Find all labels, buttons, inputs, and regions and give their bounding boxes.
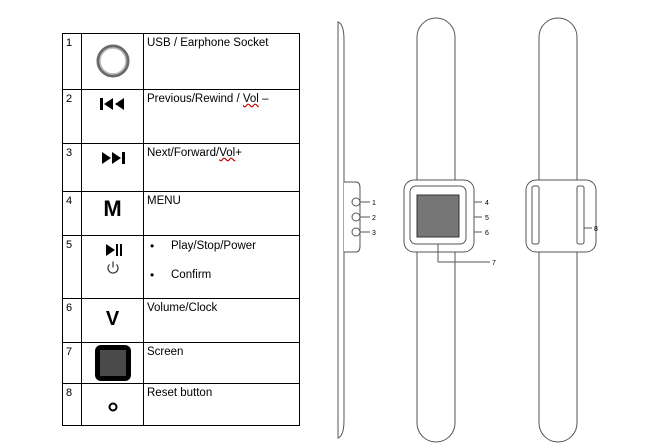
- back-view: [526, 18, 596, 442]
- label-text: –: [259, 93, 269, 105]
- label-text: Next/Forward/: [147, 147, 219, 159]
- row-label: Play/Stop/Power Confirm: [144, 236, 300, 299]
- volume-v-glyph: V: [82, 308, 143, 331]
- row-label: Reset button: [144, 384, 300, 426]
- label-text: +: [235, 147, 242, 159]
- row-number: 4: [63, 192, 82, 236]
- list-item: Play/Stop/Power: [147, 240, 299, 269]
- next-forward-icon: [82, 144, 144, 192]
- row-label: Next/Forward/Vol+: [144, 144, 300, 192]
- device-diagram: 1 2 3 4 5 6 7 8: [320, 0, 649, 447]
- bullet-list: Play/Stop/Power Confirm: [147, 239, 299, 298]
- callout-label: 3: [372, 230, 376, 237]
- callout-label: 4: [485, 200, 489, 207]
- socket-circle-icon: [82, 34, 144, 90]
- row-number: 1: [63, 34, 82, 90]
- label-text: Vol: [243, 93, 259, 105]
- row-number: 6: [63, 299, 82, 343]
- row-label: MENU: [144, 192, 300, 236]
- row-number: 7: [63, 343, 82, 384]
- row-number: 2: [63, 90, 82, 144]
- callout-label: 1: [372, 200, 376, 207]
- legend-row: 5 Play/Stop/Power Confirm: [63, 236, 300, 299]
- volume-v-icon: V: [82, 299, 144, 343]
- side-view: [338, 22, 370, 438]
- previous-rewind-icon: [82, 90, 144, 144]
- row-number: 8: [63, 384, 82, 426]
- row-label: Screen: [144, 343, 300, 384]
- row-label: Volume/Clock: [144, 299, 300, 343]
- legend-row: 2 Previous/Rewind / Vol –: [63, 90, 300, 144]
- menu-m-glyph: M: [82, 196, 143, 222]
- front-view: [404, 18, 490, 442]
- legend-row: 3 Next/Forward/Vol+: [63, 144, 300, 192]
- legend-row: 4 M MENU: [63, 192, 300, 236]
- list-item: Confirm: [147, 269, 299, 298]
- legend-table: 1 USB / Earphone Socket 2 Previous/Rewin…: [62, 33, 300, 426]
- row-number: 5: [63, 236, 82, 299]
- label-text: Previous/Rewind /: [147, 93, 243, 105]
- reset-dot-icon: [82, 384, 144, 426]
- legend-row: 6 V Volume/Clock: [63, 299, 300, 343]
- callout-label: 8: [594, 226, 598, 233]
- play-pause-power-icon: [82, 236, 144, 299]
- legend-row: 1 USB / Earphone Socket: [63, 34, 300, 90]
- legend-row: 7 Screen: [63, 343, 300, 384]
- callout-label: 6: [485, 230, 489, 237]
- menu-m-icon: M: [82, 192, 144, 236]
- row-number: 3: [63, 144, 82, 192]
- callout-label: 7: [492, 260, 496, 267]
- row-label: Previous/Rewind / Vol –: [144, 90, 300, 144]
- legend-row: 8 Reset button: [63, 384, 300, 426]
- label-text: Vol: [219, 147, 235, 159]
- callout-label: 5: [485, 215, 489, 222]
- screen-square-icon: [82, 343, 144, 384]
- row-label: USB / Earphone Socket: [144, 34, 300, 90]
- callout-label: 2: [372, 215, 376, 222]
